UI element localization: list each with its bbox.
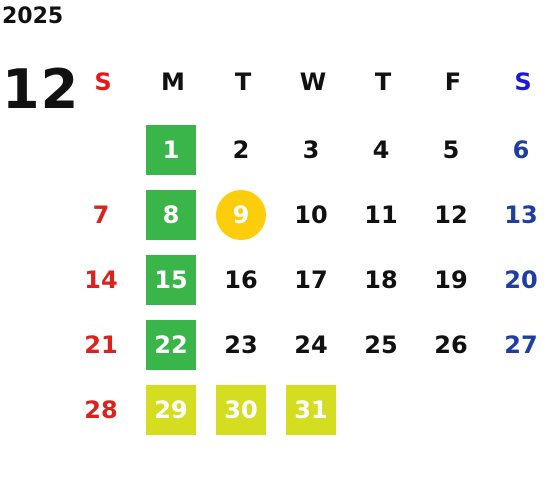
- day-cell[interactable]: 6: [512, 136, 530, 164]
- day-cell[interactable]: 3: [302, 136, 320, 164]
- day-cell[interactable]: 4: [372, 136, 390, 164]
- day-cell[interactable]: 10: [294, 201, 328, 229]
- day-cell[interactable]: 16: [224, 266, 258, 294]
- day-cell[interactable]: 11: [364, 201, 398, 229]
- day-cell-today[interactable]: 9: [216, 190, 266, 240]
- day-cell[interactable]: 17: [294, 266, 328, 294]
- weekday-saturday: S: [514, 68, 532, 96]
- day-cell[interactable]: 13: [504, 201, 538, 229]
- weekday-monday: M: [161, 68, 185, 96]
- month-number: 12: [2, 58, 80, 121]
- day-cell[interactable]: 27: [504, 331, 538, 359]
- day-cell[interactable]: 5: [442, 136, 460, 164]
- day-cell[interactable]: 14: [84, 266, 118, 294]
- day-cell[interactable]: 19: [434, 266, 468, 294]
- day-cell[interactable]: 29: [146, 385, 196, 435]
- day-cell[interactable]: 20: [504, 266, 538, 294]
- day-cell[interactable]: 28: [84, 396, 118, 424]
- day-cell[interactable]: 31: [286, 385, 336, 435]
- day-cell[interactable]: 25: [364, 331, 398, 359]
- day-cell[interactable]: 8: [146, 190, 196, 240]
- weekday-wednesday: W: [299, 68, 327, 96]
- day-cell[interactable]: 21: [84, 331, 118, 359]
- weekday-sunday: S: [94, 68, 112, 96]
- weekday-thursday: T: [374, 68, 392, 96]
- year-label: 2025: [2, 4, 64, 29]
- day-cell[interactable]: 1: [146, 125, 196, 175]
- weekday-friday: F: [444, 68, 462, 96]
- day-cell[interactable]: 30: [216, 385, 266, 435]
- weekday-tuesday: T: [234, 68, 252, 96]
- day-cell[interactable]: 12: [434, 201, 468, 229]
- day-cell[interactable]: 26: [434, 331, 468, 359]
- day-cell[interactable]: 15: [146, 255, 196, 305]
- day-cell[interactable]: 24: [294, 331, 328, 359]
- day-cell[interactable]: 22: [146, 320, 196, 370]
- day-cell[interactable]: 18: [364, 266, 398, 294]
- day-cell[interactable]: 23: [224, 331, 258, 359]
- day-cell[interactable]: 2: [232, 136, 250, 164]
- day-cell[interactable]: 7: [92, 201, 110, 229]
